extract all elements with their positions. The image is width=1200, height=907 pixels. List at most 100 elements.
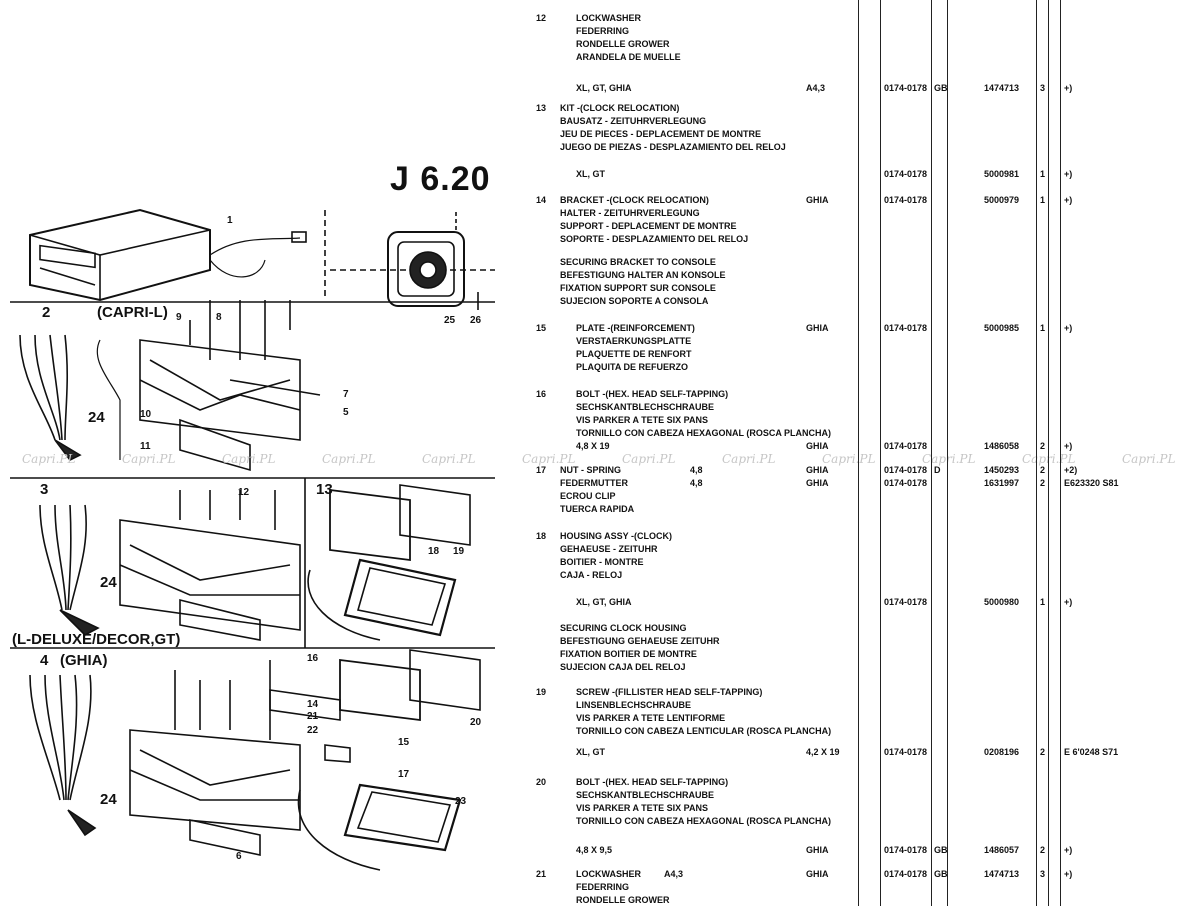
variant-description: XL, GT — [576, 169, 605, 179]
callout-12: 12 — [238, 487, 250, 498]
variant-date-range: 0174-0178 — [884, 441, 928, 451]
ref-mark-13: 13 — [316, 481, 333, 498]
variant-note: +) — [1064, 169, 1073, 179]
variant-quantity: 1 — [1040, 195, 1046, 205]
variant-size: A4,3 — [806, 83, 826, 93]
callout-6: 6 — [236, 851, 242, 862]
variant-quantity: 3 — [1040, 83, 1046, 93]
column-divider — [1060, 0, 1061, 906]
fitting-note-line: SECURING CLOCK HOUSING — [560, 623, 687, 633]
watermark-10: Capri.PL — [922, 452, 976, 466]
variant-date-range: 0174-0178 — [884, 83, 928, 93]
variant-note: +) — [1064, 83, 1073, 93]
variant-model: GHIA — [806, 323, 829, 333]
description-line: GEHAEUSE - ZEITUHR — [560, 544, 658, 554]
description-line: BOLT -(HEX. HEAD SELF-TAPPING) — [576, 777, 729, 787]
description-line: RONDELLE GROWER — [576, 895, 670, 905]
callout-22: 22 — [307, 725, 319, 736]
variant-size: A4,3 — [664, 869, 684, 879]
callout-17: 17 — [398, 769, 410, 780]
fitting-note-line: BEFESTIGUNG HALTER AN KONSOLE — [560, 270, 726, 280]
variant-model: GHIA — [806, 845, 829, 855]
variant-model: GHIA — [806, 869, 829, 879]
variant-model: GHIA — [806, 195, 829, 205]
variant-model: GHIA — [806, 465, 829, 475]
variant-part-number: 5000979 — [984, 195, 1020, 205]
variant-quantity: 2 — [1040, 478, 1046, 488]
variant-part-number: 1474713 — [984, 83, 1020, 93]
description-line: FEDERRING — [576, 882, 630, 892]
variant-date-range: 0174-0178 — [884, 195, 928, 205]
variant-note: +2) — [1064, 465, 1078, 475]
variant-code: GB — [934, 869, 948, 879]
callout-7: 7 — [343, 389, 349, 400]
watermark-12: Capri.PL — [1122, 452, 1176, 466]
fitting-note-line: SUJECION CAJA DEL RELOJ — [560, 662, 686, 672]
variant-description: XL, GT — [576, 747, 605, 757]
variant-description: 4,8 X 19 — [576, 441, 610, 451]
column-divider — [1036, 0, 1037, 906]
variant-size: 4,8 — [690, 465, 703, 475]
watermark-4: Capri.PL — [322, 452, 376, 466]
fitting-note-line: SUJECION SOPORTE A CONSOLA — [560, 296, 709, 306]
variant-note: +) — [1064, 869, 1073, 879]
column-divider — [947, 0, 948, 906]
part-ref-number: 15 — [536, 323, 547, 333]
variant-date-range: 0174-0178 — [884, 869, 928, 879]
variant-part-number: 5000980 — [984, 597, 1020, 607]
variant-part-number: 1631997 — [984, 478, 1020, 488]
description-line: PLAQUITA DE REFUERZO — [576, 362, 688, 372]
description-line: FEDERRING — [576, 26, 630, 36]
description-line: PLATE -(REINFORCEMENT) — [576, 323, 695, 333]
callout-15: 15 — [398, 737, 410, 748]
fitting-note-line: BEFESTIGUNG GEHAEUSE ZEITUHR — [560, 636, 720, 646]
description-line: SECHSKANTBLECHSCHRAUBE — [576, 402, 715, 412]
ref-mark-24-a: 24 — [88, 409, 105, 426]
part-description: BOLT -(HEX. HEAD SELF-TAPPING)SECHSKANTB… — [576, 388, 831, 440]
variant-part-number: 5000985 — [984, 323, 1020, 333]
part-description: BOLT -(HEX. HEAD SELF-TAPPING)SECHSKANTB… — [576, 776, 831, 828]
variant-description: XL, GT, GHIA — [576, 83, 632, 93]
page-code: J 6.20 — [390, 160, 491, 198]
variant-code: D — [934, 465, 941, 475]
variant-quantity: 2 — [1040, 441, 1046, 451]
variant-date-range: 0174-0178 — [884, 478, 928, 488]
description-line: NUT - SPRING — [560, 465, 622, 475]
variant-note: E 6'0248 S71 — [1064, 747, 1119, 757]
callout-20: 20 — [470, 717, 482, 728]
part-description: KIT -(CLOCK RELOCATION)BAUSATZ - ZEITUHR… — [560, 102, 786, 154]
watermark-7: Capri.PL — [622, 452, 676, 466]
description-line: JUEGO DE PIEZAS - DESPLAZAMIENTO DEL REL… — [560, 142, 786, 152]
part-ref-number: 20 — [536, 777, 547, 787]
variant-note: +) — [1064, 597, 1073, 607]
variant-date-range: 0174-0178 — [884, 845, 928, 855]
variant-quantity: 3 — [1040, 869, 1046, 879]
variant-part-number: 1486057 — [984, 845, 1020, 855]
variant-note: E623320 S81 — [1064, 478, 1119, 488]
part-fitting-note: SECURING CLOCK HOUSING BEFESTIGUNG GEHAEU… — [560, 622, 720, 674]
variant-quantity: 2 — [1040, 465, 1046, 475]
description-line: ECROU CLIP — [560, 491, 616, 501]
part-ref-number: 19 — [536, 687, 547, 697]
part-description: LOCKWASHER FEDERRING RONDELLE GROWER — [576, 868, 670, 907]
callout-21: 21 — [307, 711, 319, 722]
variant-date-range: 0174-0178 — [884, 323, 928, 333]
watermark-6: Capri.PL — [522, 452, 576, 466]
description-line: JEU DE PIECES - DEPLACEMENT DE MONTRE — [560, 129, 762, 139]
part-ref-number: 13 — [536, 103, 547, 113]
description-line: BRACKET -(CLOCK RELOCATION) — [560, 195, 709, 205]
callout-19: 19 — [453, 546, 465, 557]
variant-quantity: 2 — [1040, 845, 1046, 855]
callout-26: 26 — [470, 315, 482, 326]
variant-date-range: 0174-0178 — [884, 597, 928, 607]
description-line: TUERCA RAPIDA — [560, 504, 635, 514]
watermark-1: Capri.PL — [22, 452, 76, 466]
description-line: VIS PARKER A TETE SIX PANS — [576, 803, 709, 813]
ref-mark-4: 4 — [40, 652, 49, 669]
variant-code: GB — [934, 845, 948, 855]
variant-model: GHIA — [806, 478, 829, 488]
description-line: LOCKWASHER — [576, 869, 641, 879]
description-line: PLAQUETTE DE RENFORT — [576, 349, 692, 359]
